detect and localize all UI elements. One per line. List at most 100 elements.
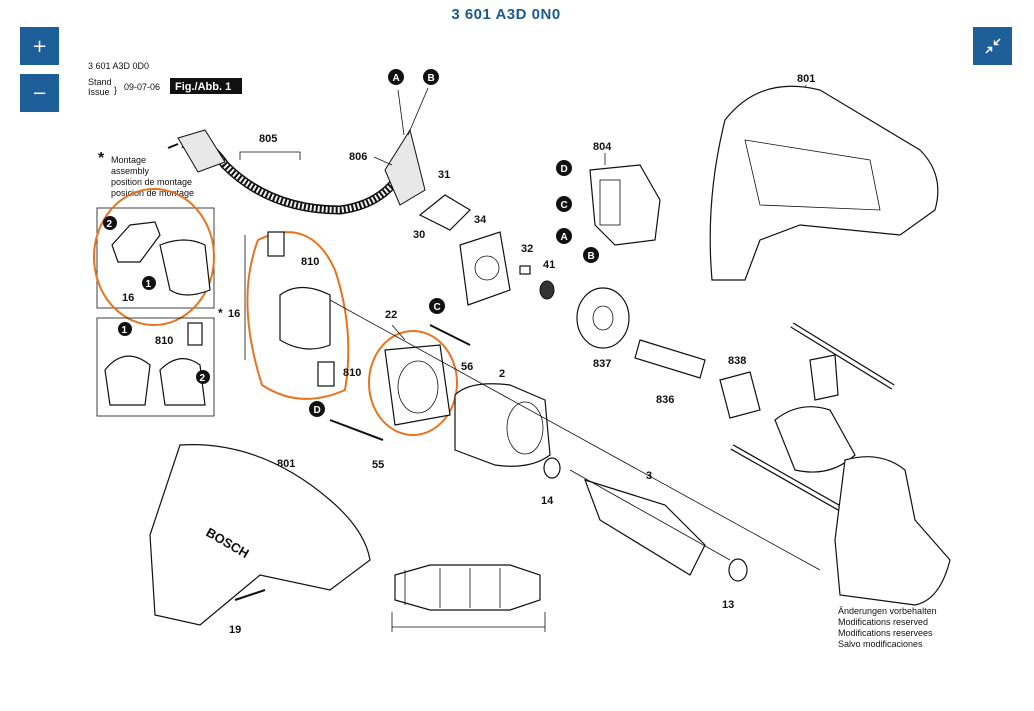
switch-part [589, 164, 661, 246]
armature-axis [569, 469, 731, 561]
brush-ring-inner [397, 360, 439, 414]
part-805-label: 805 [259, 133, 277, 145]
exit-fullscreen-button[interactable] [973, 27, 1012, 65]
part-16-label-main: 16 [228, 308, 240, 320]
assembly-note-2: assembly [111, 166, 150, 176]
assembly-axis-line [329, 299, 821, 571]
marker-c-circle [429, 298, 445, 314]
marker-one-label: 1 [146, 279, 152, 290]
part-801-label-top: 801 [797, 73, 815, 85]
highlight-brush-ring [368, 330, 458, 436]
highlight-brush-holder [246, 231, 350, 400]
issue-date: 09-07-06 [124, 82, 160, 92]
wire-56 [429, 324, 471, 346]
part-838-label: 838 [728, 355, 746, 367]
cable-protector-part [384, 128, 426, 206]
part-14-label: 14 [541, 495, 554, 507]
stand-label: Stand [88, 77, 112, 87]
brush-holder-detail-right [159, 358, 206, 406]
brush-plate-part [279, 286, 331, 350]
page-title: 3 601 A3D 0N0 [451, 6, 561, 23]
plus-icon: + [31, 35, 48, 57]
marker-c-circle-switch [556, 196, 572, 212]
marker-one-circle-2 [118, 322, 132, 336]
asterisk: * [98, 150, 105, 167]
armature-detail-part [394, 564, 541, 611]
inset-brush-install [96, 317, 215, 417]
part-810-label-inset: 810 [155, 335, 173, 347]
switch-plate-hole [474, 255, 500, 281]
minus-icon: − [31, 82, 48, 104]
bearing-13-part [728, 558, 748, 582]
part-30-label: 30 [413, 229, 425, 241]
housing-half-top [709, 85, 939, 281]
modifications-note-3: Modifications reservees [838, 628, 933, 638]
marker-two-circle [103, 216, 117, 230]
fig-label-box [170, 78, 242, 94]
zoom-out-button[interactable]: − [20, 74, 59, 112]
brush-ring-part-main [384, 344, 451, 426]
housing-half-bottom [149, 444, 371, 626]
marker-one-circle [142, 276, 156, 290]
collapse-arrows-icon [984, 38, 1001, 54]
plug-pin [167, 143, 179, 149]
part-31-label: 31 [438, 169, 450, 181]
marker-two-label: 2 [107, 219, 113, 230]
switch-cover-part [418, 194, 471, 231]
part-810-label-top: 810 [301, 256, 319, 268]
marker-c-label: C [434, 302, 441, 313]
brush-top-part [267, 231, 285, 257]
gear-838-part [719, 371, 761, 419]
chuck-key-part [809, 354, 839, 401]
part-41-label: 41 [543, 259, 555, 271]
part-19-label: 19 [229, 624, 241, 636]
switch-plate-part [459, 231, 511, 306]
brush-holder-part [111, 221, 161, 263]
zoom-in-button[interactable]: + [20, 27, 59, 65]
screw-22-part [391, 324, 406, 341]
marker-c-label-switch: C [561, 200, 568, 211]
assembly-note-1: Montage [111, 155, 146, 165]
marker-b-circle [423, 69, 439, 85]
chuck-key-handle [791, 323, 894, 389]
part-810-label-bottom: 810 [343, 367, 361, 379]
gear-837-hub [592, 305, 614, 331]
marker-d-circle-switch [556, 160, 572, 176]
part-2-label: 2 [499, 368, 505, 380]
brace: } [114, 85, 117, 95]
brush-part [187, 322, 203, 346]
fig-label: Fig./Abb. 1 [175, 81, 231, 93]
screw-19-part [234, 589, 266, 601]
marker-a-circle-switch [556, 228, 572, 244]
part-56-label: 56 [461, 361, 473, 373]
part-836-label: 836 [656, 394, 674, 406]
switch-body-detail [599, 179, 621, 226]
brush-ring-part [159, 239, 211, 296]
wire-55 [329, 419, 384, 441]
brush-holder-detail-left [104, 355, 151, 406]
brush-bottom-part [317, 361, 335, 387]
modifications-note-4: Salvo modificaciones [838, 639, 923, 649]
modifications-note-1: Änderungen vorbehalten [838, 606, 937, 616]
wire-a [397, 89, 405, 136]
issue-label: Issue [88, 87, 110, 97]
bearing-14-part [543, 457, 561, 479]
plug-part [177, 129, 226, 173]
modifications-note-2: Modifications reserved [838, 617, 928, 627]
part-32-label: 32 [521, 243, 533, 255]
marker-a-label-switch: A [561, 232, 568, 243]
marker-two-circle-2 [196, 370, 210, 384]
marker-d-label: D [314, 405, 321, 416]
spindle-part [634, 339, 706, 379]
auxiliary-handle-part [834, 456, 951, 606]
marker-a-circle [388, 69, 404, 85]
doc-number: 3 601 A3D 0D0 [88, 61, 149, 71]
part-837-label: 837 [593, 358, 611, 370]
part-805-leader [239, 151, 301, 160]
marker-b-label: B [428, 73, 435, 84]
housing-inner-detail [744, 139, 881, 211]
highlight-circle-inset [93, 188, 215, 326]
marker-two-label-2: 2 [200, 373, 206, 384]
assembly-note-4: posicion de montage [111, 188, 194, 198]
